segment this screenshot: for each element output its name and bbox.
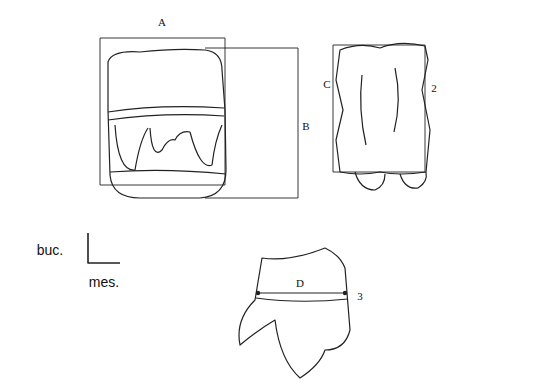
enamel-fold xyxy=(115,125,148,170)
measure-box xyxy=(100,38,225,185)
orientation-axes xyxy=(88,233,120,263)
orientation-label: buc. xyxy=(37,243,63,257)
tooth-outline xyxy=(239,248,350,378)
cervical-line xyxy=(110,170,226,174)
measure-dot xyxy=(343,291,346,294)
tooth-outline xyxy=(336,43,430,174)
measure-line xyxy=(258,292,345,293)
tooth-outline xyxy=(108,49,226,198)
orientation-label: mes. xyxy=(89,275,119,289)
measure-dot xyxy=(256,291,259,294)
measure-box xyxy=(205,48,298,198)
ridge-line xyxy=(108,115,224,120)
dimension-letter: C xyxy=(323,79,330,90)
dimension-letter: B xyxy=(302,121,309,132)
root xyxy=(400,172,426,188)
figure-number: 3 xyxy=(357,291,363,302)
crown-line xyxy=(394,68,398,132)
root xyxy=(355,172,385,190)
ridge-line xyxy=(108,107,224,112)
enamel-fold xyxy=(150,128,190,152)
measure-box xyxy=(333,45,425,172)
dimension-letter: D xyxy=(296,278,304,289)
dimension-letter: A xyxy=(158,17,166,28)
crown-line xyxy=(361,75,366,145)
crown-line xyxy=(256,298,348,301)
figure-number: 2 xyxy=(431,83,437,94)
enamel-fold xyxy=(190,125,222,166)
